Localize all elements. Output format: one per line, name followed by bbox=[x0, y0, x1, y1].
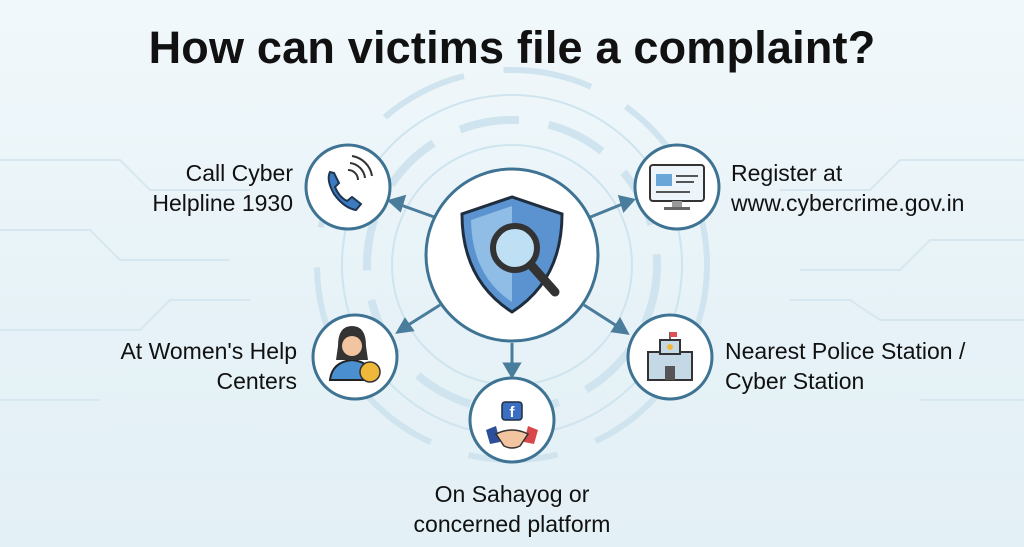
woman-helper-icon bbox=[328, 326, 381, 383]
label-line: concerned platform bbox=[413, 511, 611, 537]
label-portal: Register at www.cybercrime.gov.in bbox=[731, 158, 964, 218]
shield-magnifier-icon bbox=[460, 195, 564, 314]
page-title: How can victims file a complaint? bbox=[148, 22, 876, 73]
node-sahayog: f bbox=[468, 376, 556, 464]
label-line: Call Cyber bbox=[185, 160, 293, 186]
node-portal bbox=[633, 143, 721, 231]
svg-text:f: f bbox=[510, 404, 516, 421]
handshake-facebook-icon: f bbox=[486, 401, 538, 449]
police-station-icon bbox=[647, 332, 693, 381]
label-sahayog: On Sahayog or concerned platform bbox=[362, 479, 662, 539]
label-line: Nearest Police Station / bbox=[725, 338, 966, 364]
label-line: Cyber Station bbox=[725, 368, 865, 394]
arrows bbox=[386, 194, 636, 379]
center-node bbox=[424, 167, 600, 343]
label-line: Helpline 1930 bbox=[152, 190, 293, 216]
node-women bbox=[311, 313, 399, 401]
label-line: Register at bbox=[731, 160, 843, 186]
node-police bbox=[626, 313, 714, 401]
label-line: At Women's Help bbox=[120, 338, 297, 364]
node-helpline bbox=[304, 143, 392, 231]
computer-monitor-icon bbox=[649, 164, 705, 210]
phone-icon bbox=[327, 155, 373, 212]
label-line: www.cybercrime.gov.in bbox=[731, 190, 965, 216]
circuit-lines bbox=[0, 159, 1024, 401]
label-line: On Sahayog or bbox=[434, 481, 590, 507]
label-line: Centers bbox=[216, 368, 297, 394]
label-police: Nearest Police Station / Cyber Station bbox=[725, 336, 965, 396]
